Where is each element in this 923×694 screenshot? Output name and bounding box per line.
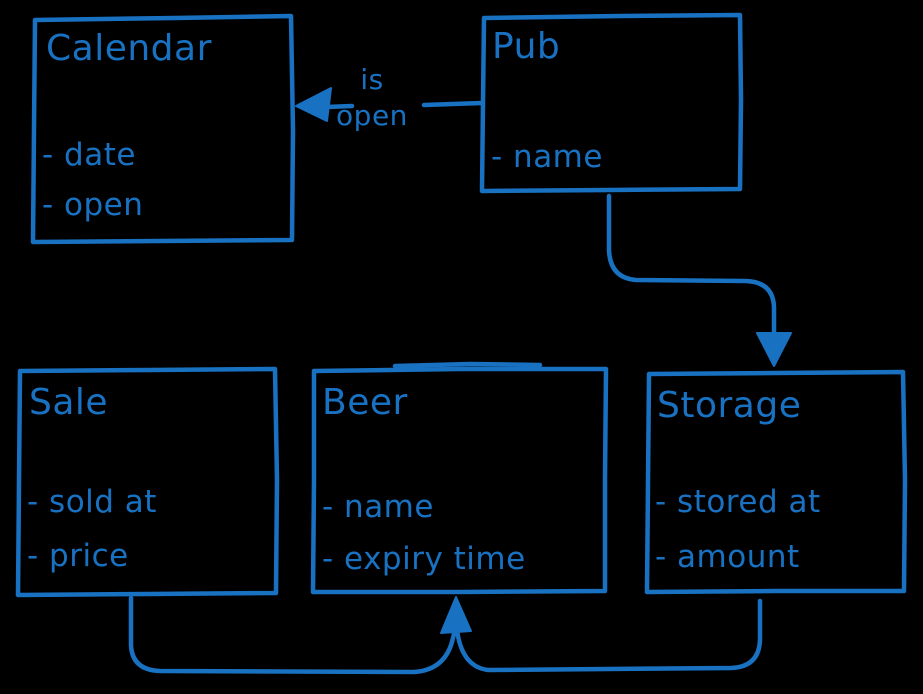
storage-title: Storage: [657, 385, 802, 426]
beer-arrowhead: [440, 596, 472, 634]
storage-attr-amount: - amount: [655, 539, 800, 575]
beer-attr-expiry-time: - expiry time: [322, 541, 526, 577]
beer-box[interactable]: [310, 366, 609, 595]
pub-attr-name: - name: [491, 139, 603, 175]
storage-attr-stored-at: - stored at: [655, 484, 821, 520]
pub-calendar-arrow-segment-left[interactable]: [323, 103, 355, 110]
calendar-attr-date: - date: [42, 137, 136, 173]
storage-box[interactable]: [644, 369, 908, 595]
beer-title: Beer: [322, 382, 408, 423]
sale-attr-price: - price: [27, 538, 129, 574]
pub-calendar-edge-label: is open: [336, 63, 408, 132]
pub-calendar-arrow-segment-right[interactable]: [421, 100, 485, 108]
pub-calendar-arrowhead: [295, 87, 332, 122]
sale-title: Sale: [29, 382, 109, 423]
sale-beer-arrow[interactable]: [128, 595, 458, 675]
storage-beer-arrow[interactable]: [454, 598, 763, 673]
sale-box[interactable]: [15, 366, 280, 598]
beer-box-overdraw: [392, 361, 543, 369]
pub-storage-arrow[interactable]: [606, 193, 777, 340]
pub-title: Pub: [492, 26, 561, 67]
calendar-title: Calendar: [46, 28, 212, 69]
sale-attr-sold-at: - sold at: [27, 484, 157, 520]
pub-storage-arrowhead: [756, 332, 792, 367]
calendar-attr-open: - open: [42, 187, 144, 223]
beer-attr-name: - name: [322, 489, 434, 525]
calendar-box[interactable]: [30, 13, 296, 245]
pub-box[interactable]: [479, 12, 744, 194]
